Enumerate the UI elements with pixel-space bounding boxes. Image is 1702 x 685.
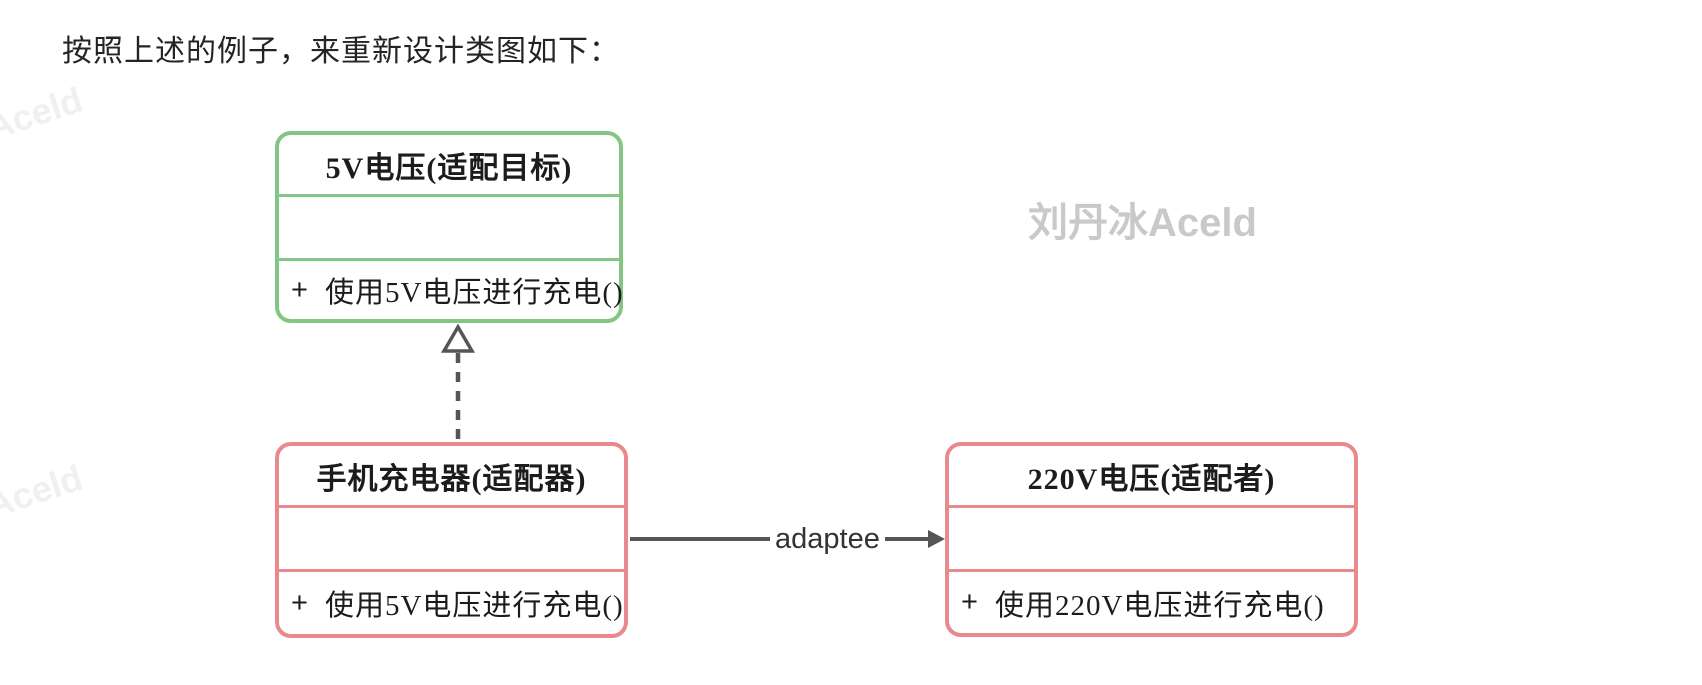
class-attributes-adaptee — [949, 508, 1354, 572]
class-box-adaptee: 220V电压(适配者) + 使用220V电压进行充电() — [945, 442, 1358, 637]
watermark-corner-middle: Aceld — [0, 456, 88, 527]
filled-arrowhead-icon — [928, 530, 945, 548]
method-name: 使用5V电压进行充电() — [324, 590, 624, 622]
association-line-right — [884, 537, 928, 541]
class-methods-adapter: + 使用5V电压进行充电() — [279, 572, 624, 634]
method-visibility: + — [291, 273, 309, 306]
class-title-target: 5V电压(适配目标) — [279, 135, 619, 197]
class-methods-adaptee: + 使用220V电压进行充电() — [949, 572, 1354, 633]
association-connector: adaptee — [630, 522, 945, 556]
class-title-adapter: 手机充电器(适配器) — [279, 446, 624, 508]
method-name: 使用5V电压进行充电() — [324, 277, 624, 309]
class-attributes-target — [279, 197, 619, 261]
watermark-corner-top: Aceld — [0, 78, 88, 149]
method-visibility: + — [291, 586, 309, 619]
association-line-left — [630, 537, 770, 541]
class-box-adapter: 手机充电器(适配器) + 使用5V电压进行充电() — [275, 442, 628, 638]
method-visibility: + — [961, 586, 979, 618]
method-name: 使用220V电压进行充电() — [994, 589, 1325, 622]
page-title: 按照上述的例子，来重新设计类图如下： — [62, 35, 620, 68]
class-attributes-adapter — [279, 508, 624, 572]
class-box-target: 5V电压(适配目标) + 使用5V电压进行充电() — [275, 131, 623, 323]
class-methods-target: + 使用5V电压进行充电() — [279, 261, 623, 319]
class-title-adaptee: 220V电压(适配者) — [949, 446, 1354, 508]
hollow-triangle-arrowhead-icon — [440, 323, 476, 353]
association-label: adaptee — [775, 522, 880, 555]
watermark-author: 刘丹冰Aceld — [1028, 201, 1257, 245]
